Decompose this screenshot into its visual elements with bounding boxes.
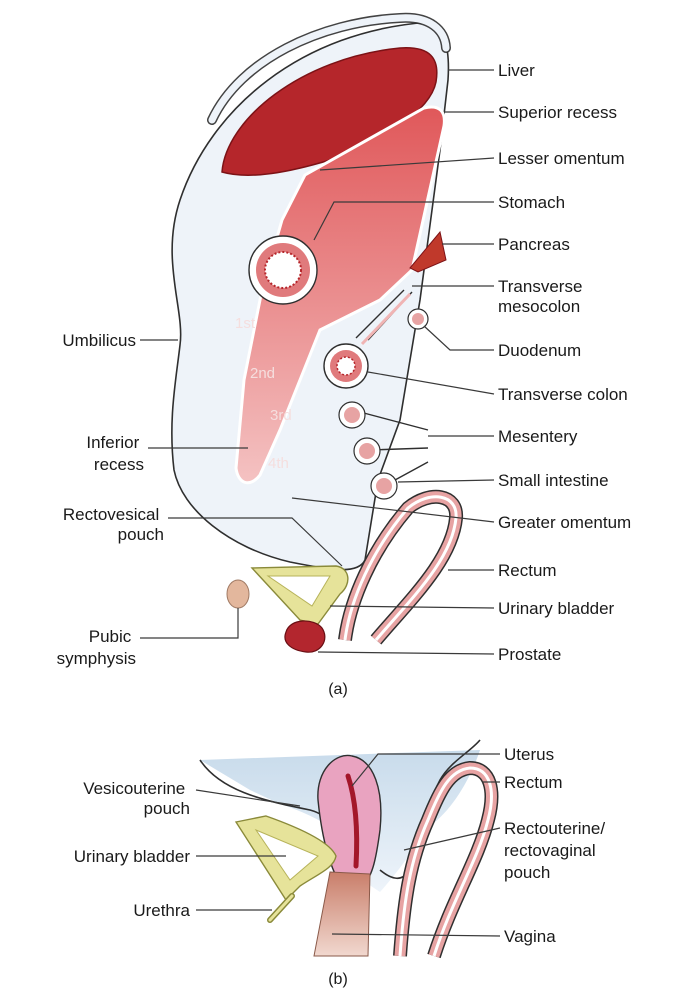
omentum-layer-3rd: 3rd	[270, 407, 292, 424]
omentum-layer-2nd: 2nd	[250, 365, 275, 382]
label-liver: Liver	[498, 61, 535, 80]
label-small-intestine: Small intestine	[498, 471, 609, 490]
label-transverse-colon: Transverse colon	[498, 385, 628, 404]
label-pubic-symphysis: Pubic symphysis	[57, 627, 136, 668]
urethra-fill	[270, 896, 292, 920]
small-intestine-wall-3	[376, 478, 392, 494]
panel-b-left-labels: Vesicouterine pouch Urinary bladder Uret…	[74, 779, 191, 920]
prostate-shape	[285, 621, 325, 652]
panel-a-left-labels: Umbilicus Inferior recess Rectovesical p…	[57, 331, 164, 668]
label-superior-recess: Superior recess	[498, 103, 617, 122]
transverse-colon-lumen	[337, 357, 355, 375]
label-transverse-mesocolon: Transverse mesocolon	[498, 277, 587, 316]
label-stomach: Stomach	[498, 193, 565, 212]
label-pancreas: Pancreas	[498, 235, 570, 254]
label-urinary-bladder-b: Urinary bladder	[74, 847, 191, 866]
label-mesentery: Mesentery	[498, 427, 578, 446]
label-rectum-a: Rectum	[498, 561, 557, 580]
label-uterus: Uterus	[504, 745, 554, 764]
label-urinary-bladder-a: Urinary bladder	[498, 599, 615, 618]
small-intestine-wall-2	[359, 443, 375, 459]
small-intestine-wall-1	[344, 407, 360, 423]
caption-b: (b)	[328, 971, 348, 988]
label-rectouterine-pouch: Rectouterine/ rectovaginal pouch	[504, 819, 610, 882]
label-prostate: Prostate	[498, 645, 561, 664]
duodenum-wall	[412, 313, 424, 325]
label-rectovesical-pouch: Rectovesical pouch	[63, 505, 164, 544]
label-inferior-recess: Inferior recess	[86, 433, 144, 474]
label-greater-omentum: Greater omentum	[498, 513, 631, 532]
panel-b-right-labels: Uterus Rectum Rectouterine/ rectovaginal…	[504, 745, 610, 946]
panel-a-right-labels: Liver Superior recess Lesser omentum Sto…	[498, 61, 631, 664]
panel-b: Uterus Rectum Rectouterine/ rectovaginal…	[74, 740, 610, 988]
label-duodenum: Duodenum	[498, 341, 581, 360]
pubic-symphysis-shape	[227, 580, 249, 608]
omentum-layer-4th: 4th	[268, 455, 289, 472]
label-vagina: Vagina	[504, 927, 556, 946]
vagina-shape	[314, 872, 370, 956]
caption-a: (a)	[328, 681, 348, 698]
label-lesser-omentum: Lesser omentum	[498, 149, 625, 168]
stomach-lumen	[265, 252, 301, 288]
label-vesicouterine-pouch: Vesicouterine pouch	[83, 779, 190, 818]
label-umbilicus: Umbilicus	[62, 331, 136, 350]
label-urethra: Urethra	[133, 901, 190, 920]
panel-a: 1st 2nd 3rd 4th Liver S	[57, 18, 632, 698]
omentum-layer-1st: 1st	[235, 315, 256, 332]
label-rectum-b: Rectum	[504, 773, 563, 792]
